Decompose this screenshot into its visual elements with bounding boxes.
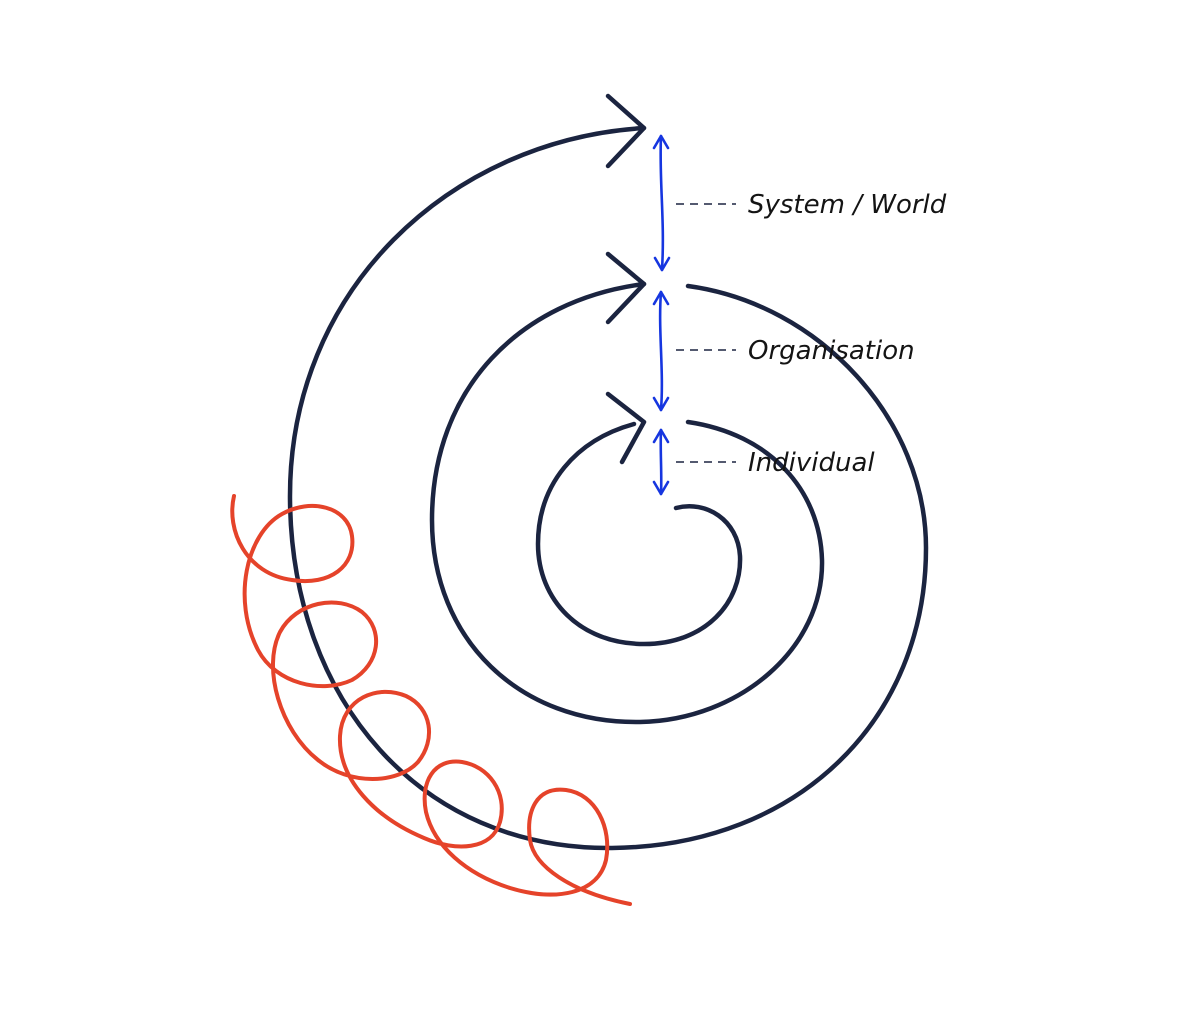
middle-arrowhead-icon — [605, 251, 647, 325]
outer-arrowhead-icon — [605, 93, 647, 169]
inner-arrowhead-icon — [605, 391, 647, 465]
organisation-level-arrow — [652, 290, 670, 412]
individual-label: Individual — [748, 448, 875, 478]
middle-spiral-turn — [429, 281, 825, 725]
individual-level-arrow — [652, 428, 670, 496]
system-level-arrow — [652, 134, 671, 272]
system-world-label: System / World — [748, 190, 947, 220]
red-coil-squiggle — [230, 494, 632, 906]
inner-spiral-turn — [535, 421, 743, 647]
organisation-label: Organisation — [748, 336, 915, 366]
outer-spiral-turn — [287, 125, 929, 851]
